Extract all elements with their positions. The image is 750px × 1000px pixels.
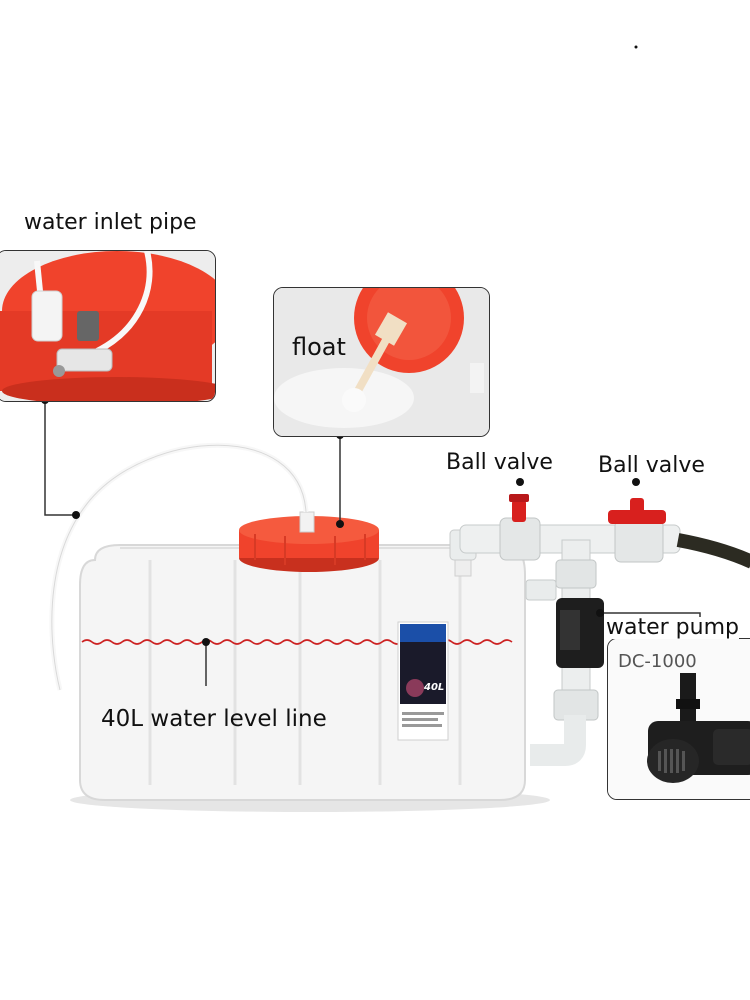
sticker-capacity: 40L: [424, 682, 445, 693]
stray-dot: [634, 45, 638, 49]
callout-line-inlet: [44, 400, 76, 516]
label-water-pump: water pump: [606, 615, 739, 640]
label-ball-valve-left: Ball valve: [446, 450, 553, 475]
outlet-hose: [676, 533, 750, 569]
inset-water-pump: DC-1000: [607, 638, 750, 800]
inset-water-inlet-pipe: [0, 250, 216, 402]
water-tank: [79, 544, 526, 801]
label-ball-valve-right: Ball valve: [598, 453, 705, 478]
product-sticker: [397, 621, 449, 741]
label-float: float: [292, 333, 346, 361]
callout-dot-ball-valve-right: [632, 478, 640, 486]
pipe-assembly: [449, 494, 681, 766]
label-water-level-line: 40L water level line: [101, 706, 327, 732]
inset-float: [273, 287, 490, 437]
pump-model-label: DC-1000: [618, 651, 697, 672]
callout-dot-ball-valve-left: [516, 478, 524, 486]
red-lid: [239, 511, 379, 572]
label-water-inlet-pipe: water inlet pipe: [24, 210, 197, 235]
